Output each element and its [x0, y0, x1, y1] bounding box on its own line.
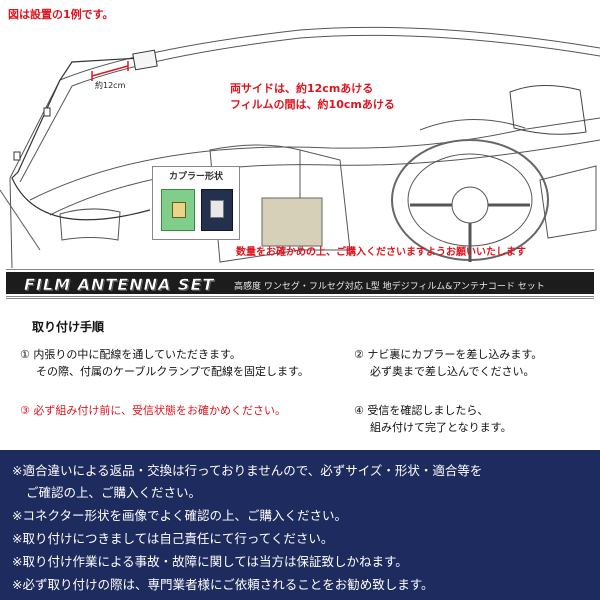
step-4: ④ 受信を確認しましたら、 組み付けて完了となります。 — [354, 402, 512, 436]
step-4-line-1: ④ 受信を確認しましたら、 — [354, 404, 489, 417]
windshield-frame — [9, 26, 600, 179]
dashboard-outline — [29, 117, 600, 201]
product-banner: FILM ANTENNA SET 高感度 ワンセグ・フルセグ対応 L型 地デジフ… — [0, 268, 600, 300]
banner-band: FILM ANTENNA SET 高感度 ワンセグ・フルセグ対応 L型 地デジフ… — [6, 272, 594, 294]
notice-line-6: ※必ず取り付けの際は、専門業者様にご依頼されることをお勧め致します。 — [12, 577, 434, 592]
banner-title: FILM ANTENNA SET — [24, 275, 215, 294]
notice-panel: ※適合違いによる返品・交換は行っておりませんので、必ずサイズ・形状・適合等を ご… — [0, 450, 600, 600]
example-note: 図は設置の1例です。 — [8, 8, 114, 21]
step-4-line-2: 組み付けて完了となります。 — [370, 421, 512, 434]
steps-title: 取り付け手順 — [32, 320, 105, 334]
notice-line-2: ご確認の上、ご購入ください。 — [26, 485, 202, 500]
film-gap-note: フィルムの間は、約10cmあける — [230, 98, 395, 111]
step-1-line-1: ① 内張りの中に配線を通していただきます。 — [20, 348, 241, 361]
side-spacing-note: 両サイドは、約12cmあける — [230, 82, 374, 95]
installation-diagram: 図は設置の1例です。 約12cm 両サイドは、約12cmあける フィルムの間は、… — [0, 0, 600, 268]
step-2: ② ナビ裏にカプラーを差し込みます。 必ず奥まで差し込んでください。 — [354, 346, 542, 380]
step-2-line-2: 必ず奥まで差し込んでください。 — [370, 365, 535, 378]
installation-steps: 取り付け手順 ① 内張りの中に配線を通していただきます。 その際、付属のケーブル… — [0, 300, 600, 450]
quantity-note: 数量をお確かめの上、ご購入くださいますようお願いいたします — [236, 247, 526, 258]
side-mirror — [509, 84, 587, 135]
notice-line-5: ※取り付け作業による事故・故障に関しては当方は保証致しかねます。 — [12, 554, 408, 569]
distance-label: 約12cm — [95, 81, 126, 90]
green-coupler-image — [161, 189, 195, 231]
car-interior-drawing — [0, 26, 600, 268]
banner-subtitle: 高感度 ワンセグ・フルセグ対応 L型 地デジフィルム&アンテナコード セット — [234, 282, 545, 292]
notice-line-1: ※適合違いによる返品・交換は行っておりませんので、必ずサイズ・形状・適合等を — [12, 463, 483, 478]
coupler-shape-box: カプラー形状 — [152, 166, 240, 240]
distance-marker — [91, 61, 129, 81]
step-1: ① 内張りの中に配線を通していただきます。 その際、付属のケーブルクランプで配線… — [20, 346, 309, 380]
notice-line-4: ※取り付けにつきましては自己責任にて行ってください。 — [12, 531, 334, 546]
step-1-line-2: その際、付属のケーブルクランプで配線を固定します。 — [36, 365, 309, 378]
antenna-cable — [11, 57, 151, 221]
film-antenna-element — [132, 49, 158, 71]
navy-coupler-image — [201, 189, 233, 231]
coupler-shape-title: カプラー形状 — [169, 172, 224, 182]
navigation-screen — [261, 197, 323, 247]
notice-line-3: ※コネクター形状を画像でよく確認の上、ご購入ください。 — [12, 508, 347, 523]
step-3-line-1: ③ 必ず組み付け前に、受信状態をお確かめください。 — [20, 404, 287, 417]
step-3: ③ 必ず組み付け前に、受信状態をお確かめください。 — [20, 402, 286, 419]
step-2-line-1: ② ナビ裏にカプラーを差し込みます。 — [354, 348, 543, 361]
